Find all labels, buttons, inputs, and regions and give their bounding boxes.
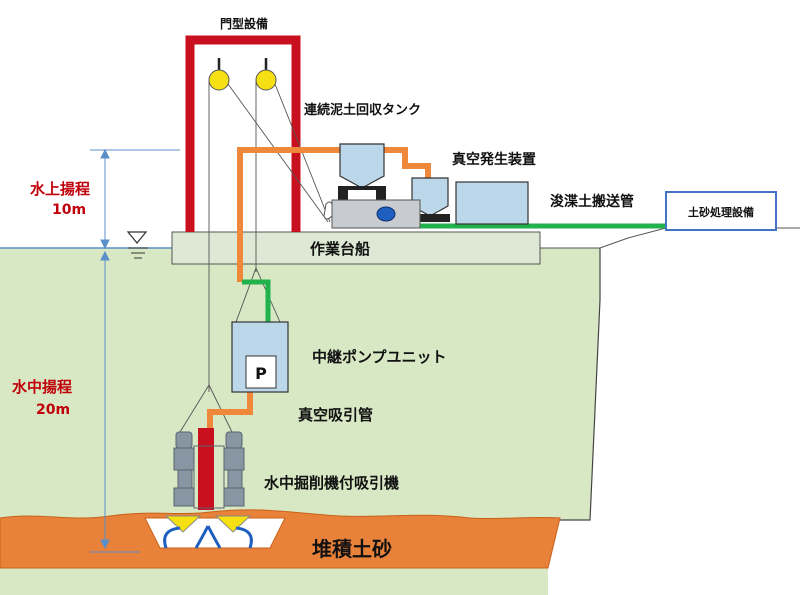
- work-barge: [171, 231, 541, 265]
- pump-box: [245, 355, 277, 389]
- underwater-excavator: [173, 428, 245, 510]
- soil-treatment-label: 土砂処理設備: [688, 205, 754, 219]
- cutter-head-right: [214, 515, 252, 533]
- mud-tank-label: 連続泥土回収タンク: [304, 102, 421, 118]
- vacuum-generator-base: [331, 199, 421, 229]
- work-barge-label: 作業台船: [310, 240, 370, 258]
- mud-tank: [339, 143, 385, 189]
- suction-arrows: [163, 525, 253, 549]
- pump-motor: [376, 206, 396, 222]
- mud-tank-stand-gap: [348, 190, 376, 200]
- below-water-title: 水中揚程: [12, 378, 72, 396]
- water-level-marker: [126, 231, 148, 244]
- land-bank: [548, 228, 800, 595]
- pump-mark: P: [255, 364, 267, 383]
- excavator-label: 水中掘削機付吸引機: [264, 474, 399, 492]
- cutter-head-left: [164, 515, 202, 533]
- pulley-right: [255, 69, 277, 91]
- vacuum-pipe-label: 真空吸引管: [298, 406, 373, 424]
- transport-pipe-relay: [242, 279, 271, 322]
- dimension-arrows: [90, 148, 180, 553]
- vacuum-generator-label: 真空発生装置: [452, 151, 536, 168]
- bank-slope: [548, 248, 601, 521]
- pulley-left: [208, 69, 230, 91]
- vacuum-pipe-lower: [207, 390, 253, 428]
- above-water-value: 10m: [52, 202, 86, 218]
- sediment-label: 堆積土砂: [312, 537, 392, 561]
- soil-treatment-box: [665, 191, 777, 231]
- vacuum-generator: [455, 181, 529, 225]
- above-water-title: 水上揚程: [30, 180, 90, 198]
- winch-hook: [323, 201, 333, 220]
- relay-pump-label: 中継ポンプユニット: [312, 348, 447, 366]
- second-tank-stand: [410, 214, 450, 222]
- gantry-label: 門型設備: [220, 16, 268, 31]
- vacuum-pipe-upper: [237, 147, 431, 282]
- transport-pipe-label: 浚渫土搬送管: [550, 193, 634, 210]
- below-water-value: 20m: [36, 402, 70, 418]
